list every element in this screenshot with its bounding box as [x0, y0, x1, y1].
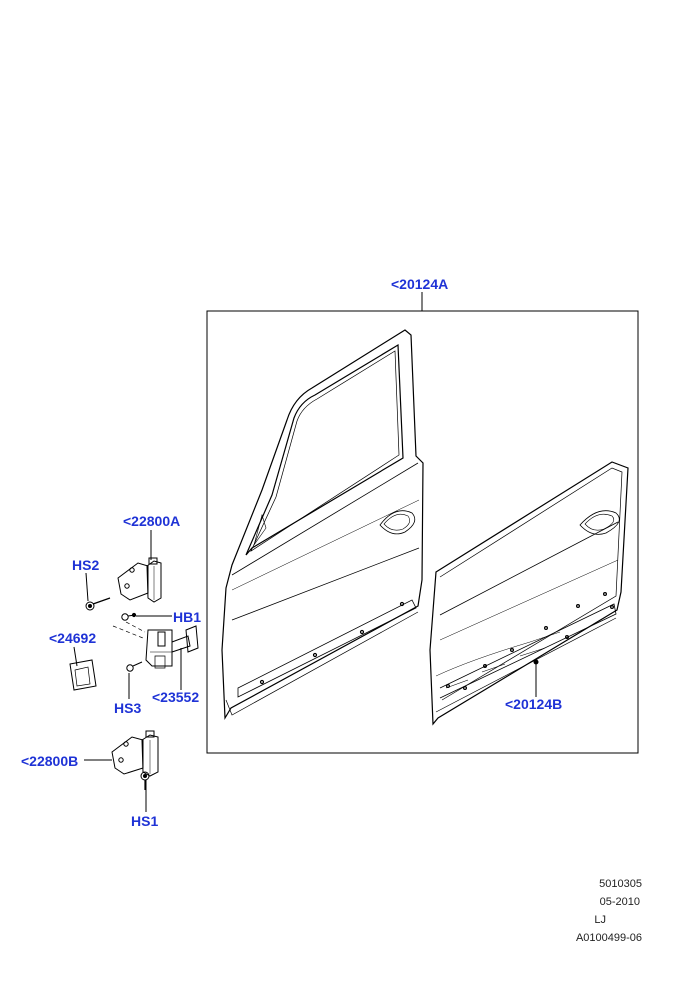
callout-24692: <24692	[49, 630, 97, 646]
door-check-strap	[145, 625, 199, 669]
callout-hs2: HS2	[72, 557, 100, 573]
callout-20124A: <20124A	[391, 276, 449, 292]
meta-date: 05-2010	[599, 896, 640, 908]
leader-hs2	[85, 572, 89, 602]
leader-dot-20124B	[533, 659, 539, 665]
leader-24692	[73, 646, 78, 667]
callout-hs3: HS3	[114, 700, 142, 716]
bolt-hs2	[85, 597, 111, 611]
callout-22800B: <22800B	[21, 753, 79, 769]
meta-ref: A0100499-06	[575, 932, 642, 944]
bolt-hb1	[121, 612, 137, 621]
lower-hinge	[111, 730, 159, 777]
callout-23552: <23552	[152, 689, 200, 705]
callout-22800A: <22800A	[123, 513, 181, 529]
callout-20124B: <20124B	[505, 696, 563, 712]
assembly-dashes	[112, 621, 146, 639]
bolt-hs1	[140, 771, 150, 790]
upper-hinge	[117, 557, 162, 603]
callout-hb1: HB1	[173, 609, 202, 625]
door-stop-pad	[69, 659, 97, 691]
front-door-outer-panel	[221, 329, 424, 721]
bolt-hs3	[126, 661, 143, 672]
callout-hs1: HS1	[131, 813, 159, 829]
front-door-inner-panel	[429, 461, 629, 726]
meta-initials: LJ	[594, 914, 606, 926]
meta-code: 5010305	[599, 878, 642, 890]
